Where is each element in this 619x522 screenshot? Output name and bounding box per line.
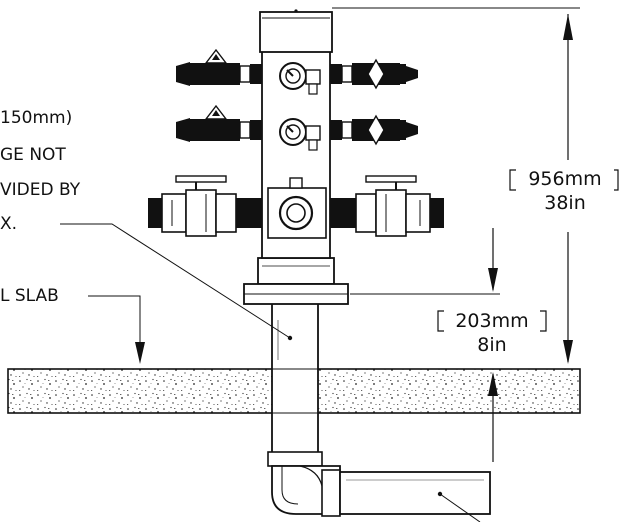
center-union [267, 177, 327, 239]
note-line-4: X. [0, 214, 18, 234]
left-middle-valve [176, 104, 262, 142]
left-ball-valve [148, 175, 262, 237]
note-line-3: VIDED BY [0, 180, 81, 200]
overall-height-mm: 956mm [528, 168, 602, 190]
pipe-leader-line [439, 493, 481, 522]
note-line-2: GE NOT [0, 145, 66, 165]
base-height-mm: 203mm [455, 310, 529, 332]
right-ball-valve [330, 175, 444, 237]
horizontal-pipe [339, 471, 491, 515]
right-middle-valve [330, 114, 418, 146]
upper-gauge [279, 62, 321, 95]
overall-height-in: 38in [544, 192, 586, 214]
left-upper-valve [176, 48, 262, 86]
note-line-1: 150mm) [0, 108, 73, 128]
right-upper-valve [330, 58, 418, 90]
slab-leader-line [88, 295, 141, 356]
note-leader-line [60, 223, 291, 339]
overall-height-dimension [332, 7, 580, 364]
pipe-elbow [267, 451, 341, 517]
base-flange [243, 257, 349, 305]
middle-gauge [279, 118, 321, 151]
base-height-in: 8in [477, 334, 507, 356]
vertical-pipe [271, 301, 319, 458]
base-height-dimension [350, 228, 500, 462]
slab-label: L SLAB [0, 286, 59, 306]
